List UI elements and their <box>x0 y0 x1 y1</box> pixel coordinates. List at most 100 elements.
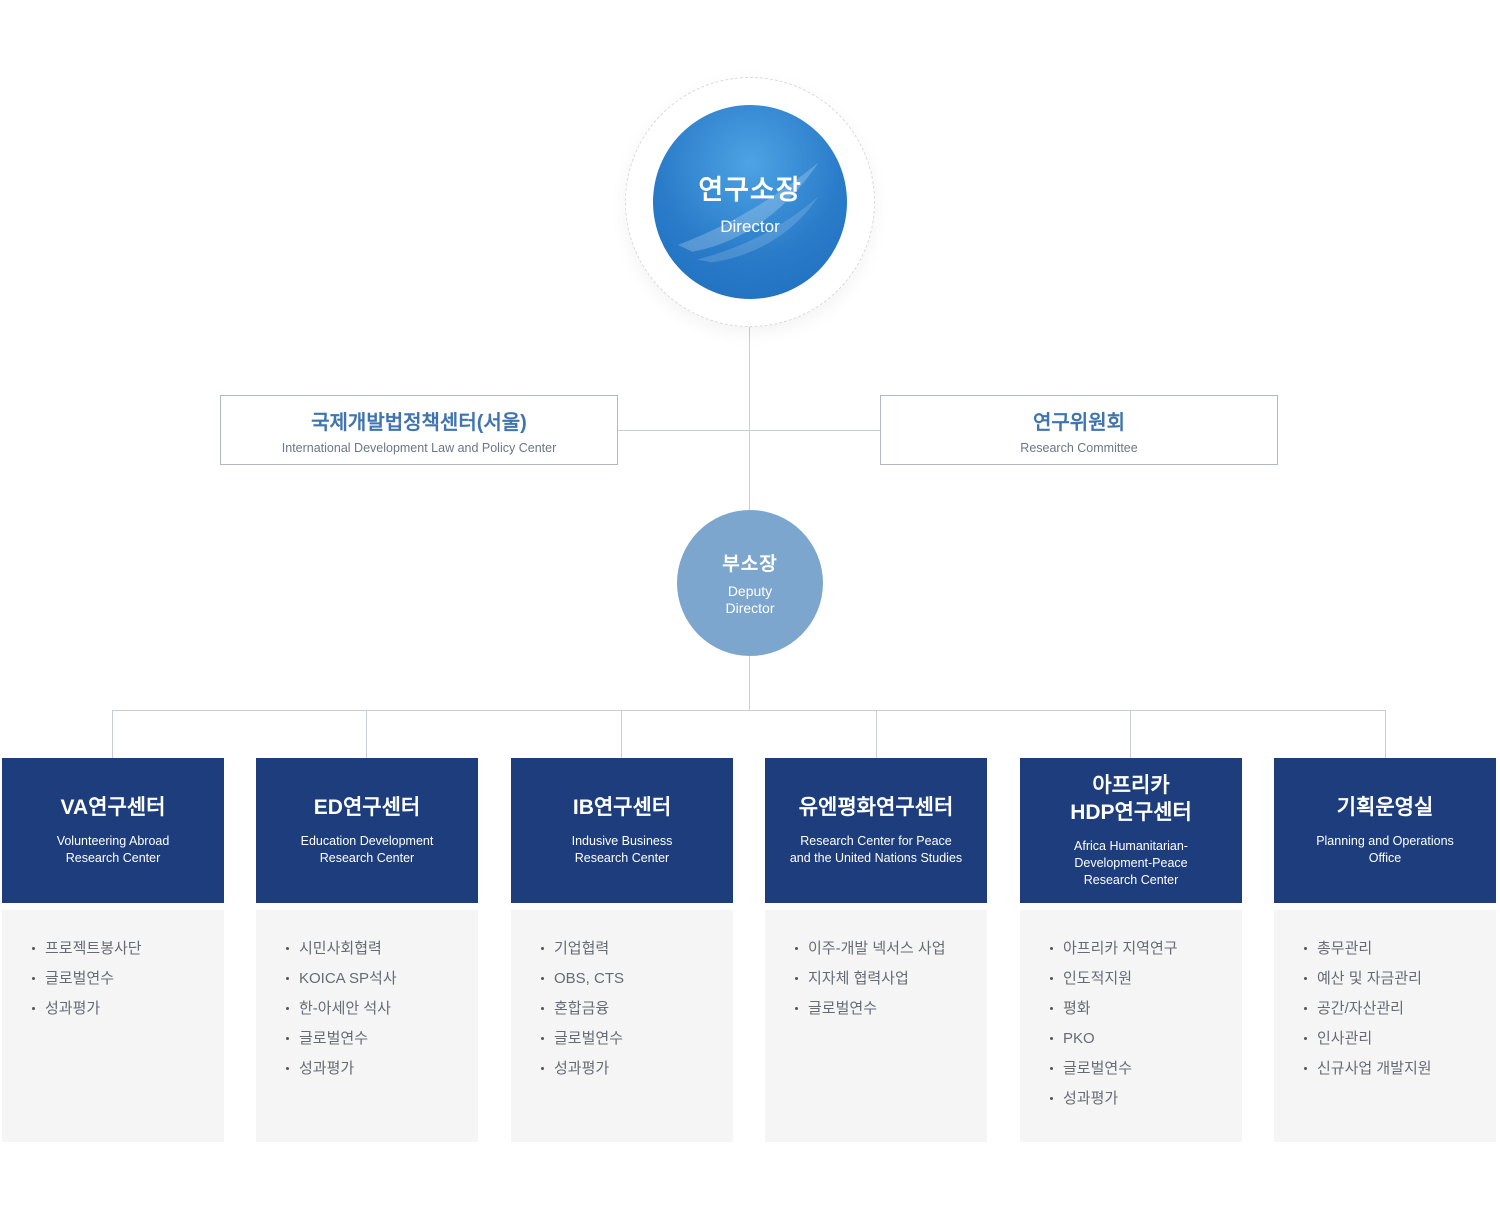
list-item: 글로벌연수 <box>32 970 210 987</box>
connector-stub-2 <box>366 710 367 758</box>
bullet-dot-icon <box>286 977 289 980</box>
list-item-label: 공간/자산관리 <box>1317 1000 1404 1017</box>
director-node: 연구소장 Director <box>625 77 875 327</box>
box-research-committee: 연구위원회 Research Committee <box>880 395 1278 465</box>
bullet-dot-icon <box>286 947 289 950</box>
list-item: 평화 <box>1050 1000 1228 1017</box>
connector-deputy-to-branch <box>749 656 750 710</box>
bullet-dot-icon <box>32 1007 35 1010</box>
dept-title: 기획운영실 <box>1336 795 1434 819</box>
list-item-label: PKO <box>1063 1030 1095 1047</box>
list-item-label: KOICA SP석사 <box>299 970 397 987</box>
list-item: 성과평가 <box>541 1060 719 1077</box>
bullet-dot-icon <box>795 977 798 980</box>
dept-title: 유엔평화연구센터 <box>798 795 954 819</box>
list-item: 기업협력 <box>541 940 719 957</box>
list-item: 혼합금융 <box>541 1000 719 1017</box>
deputy-title: 부소장 <box>722 553 778 575</box>
list-item: 시민사회협력 <box>286 940 464 957</box>
list-item-label: 성과평가 <box>1063 1090 1119 1107</box>
connector-branch-horizontal <box>113 710 1385 711</box>
deputy-director-circle: 부소장 Deputy Director <box>677 510 823 656</box>
list-item-label: 평화 <box>1063 1000 1091 1017</box>
bullet-dot-icon <box>1050 1097 1053 1100</box>
department-column: VA연구센터 Volunteering Abroad Research Cent… <box>2 758 224 1142</box>
list-item: 신규사업 개발지원 <box>1304 1060 1482 1077</box>
department-box: 아프리카 HDP연구센터 Africa Humanitarian- Develo… <box>1020 758 1242 903</box>
list-item-label: 성과평가 <box>299 1060 355 1077</box>
list-item: 지자체 협력사업 <box>795 970 973 987</box>
box-intl-dev-law-policy-center: 국제개발법정책센터(서울) International Development … <box>220 395 618 465</box>
list-item: 인사관리 <box>1304 1030 1482 1047</box>
list-item: 성과평가 <box>1050 1090 1228 1107</box>
bullet-dot-icon <box>541 1007 544 1010</box>
list-item-label: OBS, CTS <box>554 970 625 987</box>
department-column: 아프리카 HDP연구센터 Africa Humanitarian- Develo… <box>1020 758 1242 1142</box>
dept-title: IB연구센터 <box>572 795 672 819</box>
dept-subtitle: Education Development Research Center <box>300 834 434 866</box>
wing-watermark-icon <box>677 162 819 263</box>
connector-side-boxes <box>618 430 880 431</box>
bullet-dot-icon <box>1050 1007 1053 1010</box>
dept-subtitle: Research Center for Peace and the United… <box>789 834 963 866</box>
list-item-label: 기업협력 <box>554 940 610 957</box>
list-item-label: 한-아세안 석사 <box>299 1000 391 1017</box>
bullet-dot-icon <box>795 947 798 950</box>
dept-title: ED연구센터 <box>313 795 421 819</box>
list-item-label: 글로벌연수 <box>299 1030 369 1047</box>
director-circle: 연구소장 Director <box>653 105 847 299</box>
bullet-dot-icon <box>286 1067 289 1070</box>
department-column: 유엔평화연구센터 Research Center for Peace and t… <box>765 758 987 1142</box>
bullet-dot-icon <box>1304 1067 1307 1070</box>
bullet-dot-icon <box>286 1007 289 1010</box>
list-item-label: 혼합금융 <box>554 1000 610 1017</box>
side-box-subtitle: International Development Law and Policy… <box>281 440 557 455</box>
list-item: 아프리카 지역연구 <box>1050 940 1228 957</box>
list-item-label: 이주-개발 넥서스 사업 <box>808 940 946 957</box>
bullet-dot-icon <box>1050 947 1053 950</box>
bullet-dot-icon <box>541 947 544 950</box>
connector-stub-3 <box>621 710 622 758</box>
list-item-label: 프로젝트봉사단 <box>45 940 142 957</box>
department-box: 유엔평화연구센터 Research Center for Peace and t… <box>765 758 987 903</box>
department-box: VA연구센터 Volunteering Abroad Research Cent… <box>2 758 224 903</box>
list-item-label: 시민사회협력 <box>299 940 382 957</box>
list-item-label: 총무관리 <box>1317 940 1373 957</box>
side-box-title: 국제개발법정책센터(서울) <box>311 411 527 434</box>
deputy-subtitle: Deputy Director <box>725 582 775 617</box>
bullet-dot-icon <box>1050 977 1053 980</box>
bullet-dot-icon <box>286 1037 289 1040</box>
side-box-title: 연구위원회 <box>1033 411 1125 434</box>
list-item: 프로젝트봉사단 <box>32 940 210 957</box>
bullet-dot-icon <box>541 977 544 980</box>
bullet-dot-icon <box>795 1007 798 1010</box>
bullet-dot-icon <box>32 947 35 950</box>
bullet-dot-icon <box>1050 1067 1053 1070</box>
list-item: OBS, CTS <box>541 970 719 987</box>
director-subtitle: Director <box>720 216 780 236</box>
bullet-dot-icon <box>1304 1007 1307 1010</box>
list-item: 글로벌연수 <box>1050 1060 1228 1077</box>
list-item: 예산 및 자금관리 <box>1304 970 1482 987</box>
bullet-dot-icon <box>1304 947 1307 950</box>
list-item-label: 글로벌연수 <box>808 1000 878 1017</box>
department-column: 기획운영실 Planning and Operations Office 총무관… <box>1274 758 1496 1142</box>
bullet-dot-icon <box>1304 977 1307 980</box>
list-item-label: 글로벌연수 <box>45 970 115 987</box>
connector-stub-5 <box>1130 710 1131 758</box>
list-item: KOICA SP석사 <box>286 970 464 987</box>
bullet-dot-icon <box>1304 1037 1307 1040</box>
list-item: 총무관리 <box>1304 940 1482 957</box>
list-item: 공간/자산관리 <box>1304 1000 1482 1017</box>
dept-subtitle: Indusive Business Research Center <box>571 834 673 866</box>
